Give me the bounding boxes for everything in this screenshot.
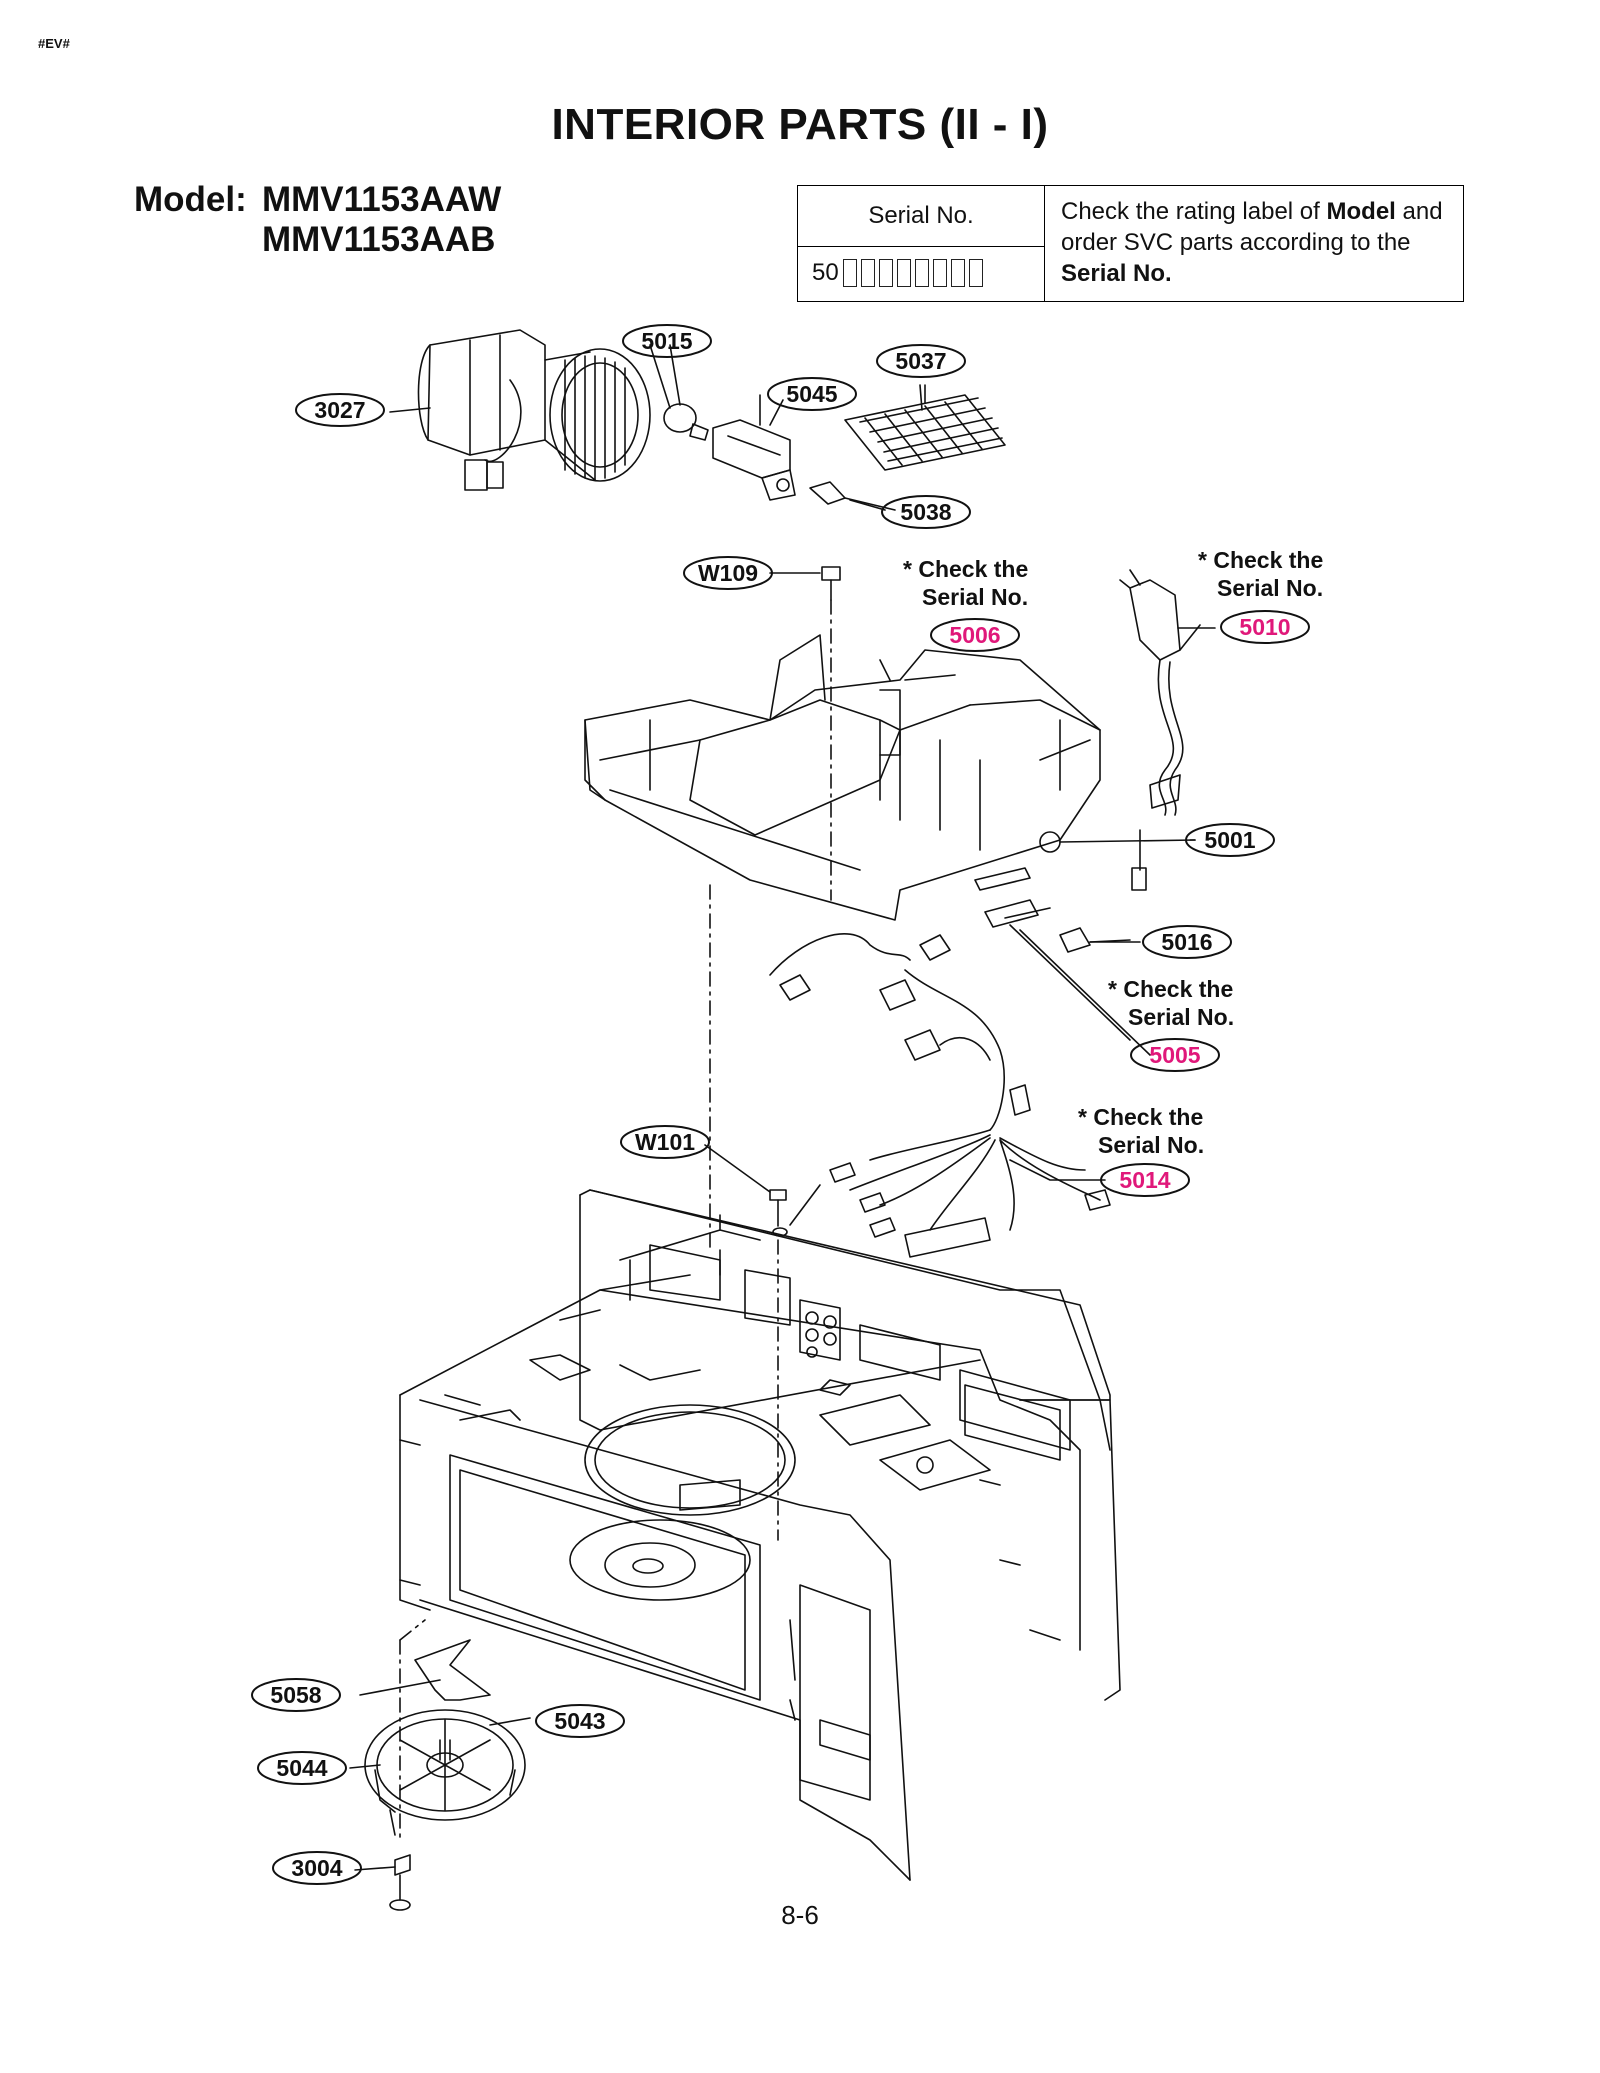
callout-label-5038: 5038	[900, 499, 951, 525]
callout-W109: W109	[683, 556, 773, 590]
check-note-line2: Serial No.	[1098, 1132, 1204, 1158]
serial-digit-box	[914, 259, 929, 287]
callout-label-5014: 5014	[1119, 1167, 1170, 1193]
model-label: Model:	[134, 180, 247, 219]
model-number-2: MMV1153AAB	[262, 220, 496, 259]
lamp-bracket-drawing	[712, 394, 796, 501]
page-title: INTERIOR PARTS (II - I)	[551, 100, 1049, 149]
callout-5037: 5037	[876, 344, 966, 378]
check-note-5014: * Check the Serial No.	[1078, 1104, 1204, 1158]
check-note-5006: * Check the Serial No.	[903, 556, 1028, 610]
serial-digit-box	[842, 259, 857, 287]
serial-digit-box	[968, 259, 983, 287]
callout-label-5010: 5010	[1239, 614, 1290, 640]
check-note-5005: * Check the Serial No.	[1108, 976, 1234, 1030]
note-text: Check the rating label of	[1061, 198, 1327, 225]
callout-label-W109: W109	[698, 560, 758, 586]
page-number: 8-6	[781, 1900, 819, 1930]
lamp-drawing	[663, 344, 709, 441]
callout-5045: 5045	[767, 377, 857, 411]
serial-column: Serial No. 50	[798, 186, 1045, 301]
note-bold-model: Model	[1326, 198, 1396, 225]
check-note-5010: * Check the Serial No.	[1198, 547, 1323, 601]
serial-digits: 50	[812, 259, 983, 287]
callout-label-3027: 3027	[314, 397, 365, 423]
serial-note: Check the rating label of Model and orde…	[1061, 196, 1456, 289]
check-note-line1: * Check the	[903, 556, 1028, 582]
leader-lines	[349, 344, 1216, 1871]
serial-digit-box	[878, 259, 893, 287]
power-cord-drawing	[1119, 569, 1201, 816]
callout-label-5005: 5005	[1149, 1042, 1200, 1068]
callout-label-5037: 5037	[895, 348, 946, 374]
note-bold-serial: Serial No.	[1061, 260, 1172, 287]
filter-drawing	[844, 384, 1006, 471]
callout-label-5043: 5043	[554, 1708, 605, 1734]
callout-label-5045: 5045	[786, 381, 837, 407]
callout-label-5015: 5015	[641, 328, 692, 354]
callout-5005: 5005	[1130, 1038, 1220, 1072]
note-text: and order SVC parts according to the	[1061, 198, 1443, 256]
wire-harness-drawing	[769, 933, 1111, 1258]
upper-housing-drawing	[584, 634, 1101, 1251]
serial-digit-box	[932, 259, 947, 287]
serial-digit-box	[896, 259, 911, 287]
check-note-line1: * Check the	[1108, 976, 1233, 1002]
callout-3004: 3004	[272, 1851, 362, 1885]
serial-header: Serial No.	[798, 186, 1044, 247]
callout-5014: 5014	[1100, 1163, 1190, 1197]
check-note-line1: * Check the	[1198, 547, 1323, 573]
callout-3027: 3027	[295, 393, 385, 427]
callout-5010: 5010	[1220, 610, 1310, 644]
corner-tag: #EV#	[38, 36, 70, 51]
serial-digit-box	[950, 259, 965, 287]
callout-label-W101: W101	[635, 1129, 695, 1155]
callout-5001: 5001	[1185, 823, 1275, 857]
callout-5006: 5006	[930, 618, 1020, 652]
screws-drawing	[704, 566, 841, 1541]
callout-label-5006: 5006	[949, 622, 1000, 648]
serial-digit-box	[860, 259, 875, 287]
serial-number-table: Serial No. 50 Check the rating label of …	[797, 185, 1464, 302]
callout-label-3004: 3004	[291, 1855, 342, 1881]
callout-5038: 5038	[881, 495, 971, 529]
turntable-motor-drawing	[364, 1619, 526, 1911]
blower-motor-drawing	[417, 329, 651, 491]
callout-label-5044: 5044	[276, 1755, 327, 1781]
serial-prefix: 50	[812, 259, 839, 286]
check-note-line1: * Check the	[1078, 1104, 1203, 1130]
check-note-line2: Serial No.	[1217, 575, 1323, 601]
callout-label-5016: 5016	[1161, 929, 1212, 955]
callout-label-5001: 5001	[1204, 827, 1255, 853]
callout-5043: 5043	[535, 1704, 625, 1738]
callout-5058: 5058	[251, 1678, 341, 1712]
check-note-line2: Serial No.	[1128, 1004, 1234, 1030]
model-number-1: MMV1153AAW	[262, 180, 502, 219]
callout-5044: 5044	[257, 1751, 347, 1785]
check-note-line2: Serial No.	[922, 584, 1028, 610]
callout-5015: 5015	[622, 324, 712, 358]
callout-W101: W101	[620, 1125, 710, 1159]
cavity-frame-drawing	[399, 1189, 1121, 1881]
callout-label-5058: 5058	[270, 1682, 321, 1708]
socket-drawing	[809, 481, 896, 511]
callout-5016: 5016	[1142, 925, 1232, 959]
